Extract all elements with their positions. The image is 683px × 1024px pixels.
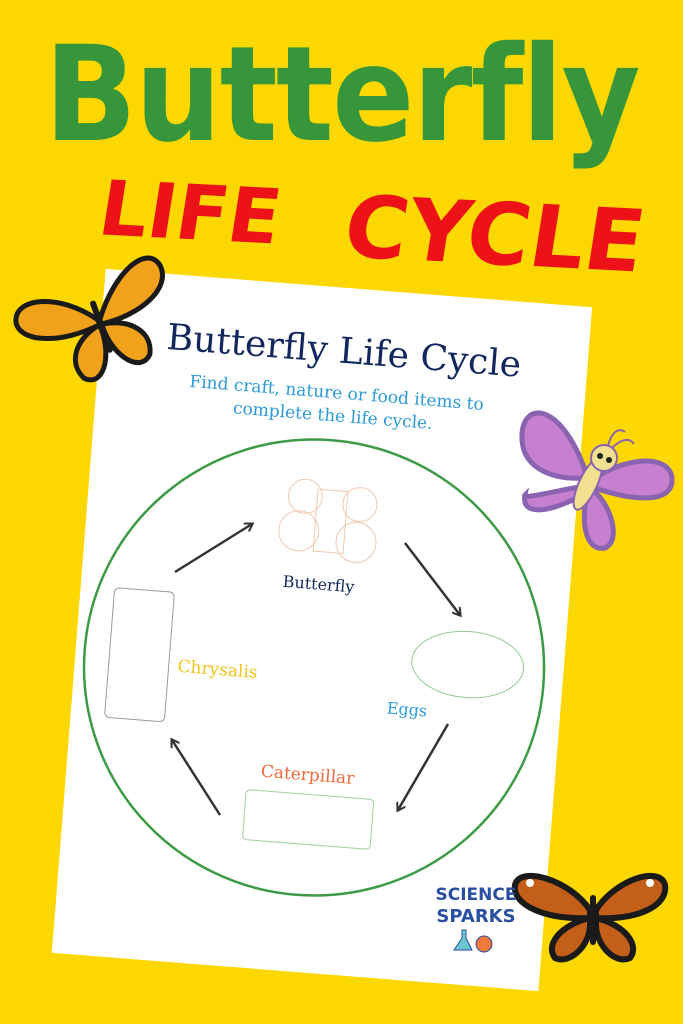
cartoon-butterfly-icon bbox=[519, 410, 675, 551]
arrow-butterfly-to-eggs bbox=[404, 542, 460, 615]
flask-icon bbox=[453, 929, 473, 951]
worksheet-paper bbox=[51, 268, 593, 992]
logo-line-2: SPARKS bbox=[436, 906, 515, 927]
butterfly-placeholder bbox=[278, 478, 378, 563]
science-sparks-logo: SCIENCE SPARKS bbox=[436, 885, 517, 953]
monarch-butterfly-icon bbox=[13, 255, 165, 383]
eggs-placeholder bbox=[411, 630, 525, 699]
life-cycle-circle bbox=[82, 438, 546, 897]
worksheet: Butterfly Life Cycle Find craft, nature … bbox=[51, 268, 593, 992]
logo-line-1: SCIENCE bbox=[436, 885, 517, 905]
stage-label-eggs: Eggs bbox=[386, 698, 428, 720]
headline-butterfly: Butterfly bbox=[44, 18, 640, 172]
orange-butterfly-icon bbox=[511, 873, 669, 963]
arrow-caterpillar-to-chrysalis bbox=[172, 740, 222, 816]
caterpillar-placeholder bbox=[242, 789, 375, 850]
arrow-chrysalis-to-butterfly bbox=[174, 524, 252, 574]
chrysalis-placeholder bbox=[104, 587, 175, 723]
flask-icon bbox=[475, 935, 493, 953]
arrow-eggs-to-caterpillar bbox=[398, 723, 450, 810]
